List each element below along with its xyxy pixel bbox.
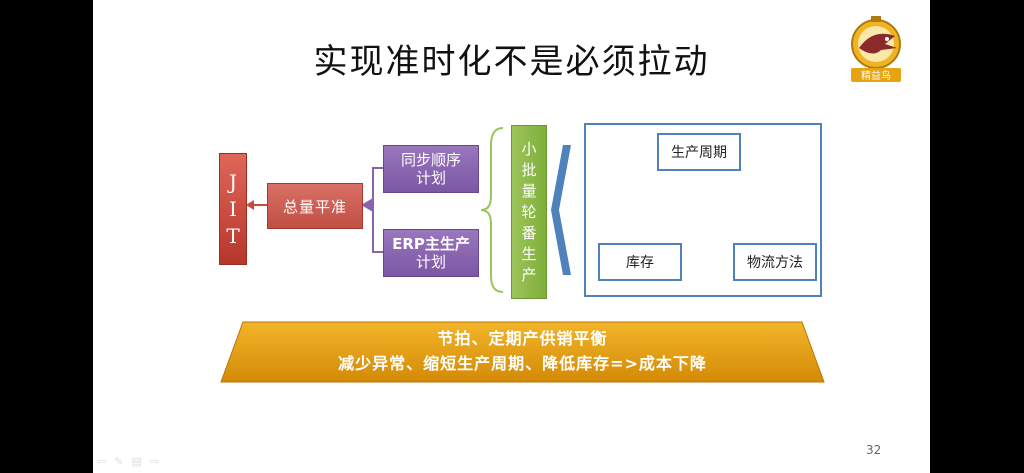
arrow-left-icon	[246, 200, 254, 210]
small-batch-char: 生	[521, 244, 537, 263]
sync-plan-line: 计划	[415, 169, 446, 187]
erp-plan-box: ERP主生产 计划	[383, 229, 479, 277]
slide-title: 实现准时化不是必须拉动	[313, 42, 710, 82]
next-arrow-icon[interactable]: ⇨	[149, 455, 160, 468]
logistics-node: 物流方法	[733, 243, 817, 281]
banner-text: 节拍、定期产供销平衡 减少异常、缩短生产周期、降低库存=>成本下降	[221, 326, 824, 376]
small-batch-box: 小 批 量 轮 番 生 产	[511, 125, 547, 299]
pen-icon[interactable]: ✎	[114, 455, 124, 468]
total-level-box: 总量平准	[267, 183, 363, 229]
erp-plan-line: 计划	[415, 253, 446, 271]
banner-shape	[220, 321, 825, 383]
jit-letter: I	[229, 196, 237, 221]
small-batch-char: 小	[521, 139, 537, 158]
small-batch-char: 量	[521, 181, 537, 200]
production-cycle-node: 生产周期	[657, 133, 741, 171]
small-batch-char: 产	[521, 265, 537, 284]
banner-line-1: 节拍、定期产供销平衡	[437, 329, 608, 348]
sync-plan-box: 同步顺序 计划	[383, 145, 479, 193]
small-batch-char: 轮	[521, 202, 537, 221]
inventory-node: 库存	[598, 243, 682, 281]
jit-letter: J	[228, 169, 238, 194]
logo-text: 精益鸟	[861, 69, 891, 82]
jit-box: J I T	[219, 153, 247, 265]
page-number: 32	[866, 443, 882, 457]
small-batch-char: 批	[521, 160, 537, 179]
menu-icon[interactable]: ▤	[131, 455, 142, 468]
slide: 实现准时化不是必须拉动 精益鸟	[93, 0, 930, 473]
small-batch-char: 番	[521, 223, 537, 242]
curly-brace	[480, 127, 504, 293]
arrow-left-icon	[361, 198, 373, 212]
slideshow-toolbar[interactable]: ⇦ ✎ ▤ ⇨	[97, 455, 159, 468]
bird-stopwatch-logo-icon: 精益鸟	[851, 16, 901, 82]
jit-letter: T	[226, 223, 240, 248]
banner-line-2: 减少异常、缩短生产周期、降低库存=>成本下降	[338, 354, 707, 373]
chevron-left-icon	[551, 145, 571, 275]
sync-plan-line: 同步顺序	[400, 151, 461, 169]
prev-arrow-icon[interactable]: ⇦	[97, 455, 107, 468]
erp-plan-line: ERP主生产	[392, 235, 470, 253]
